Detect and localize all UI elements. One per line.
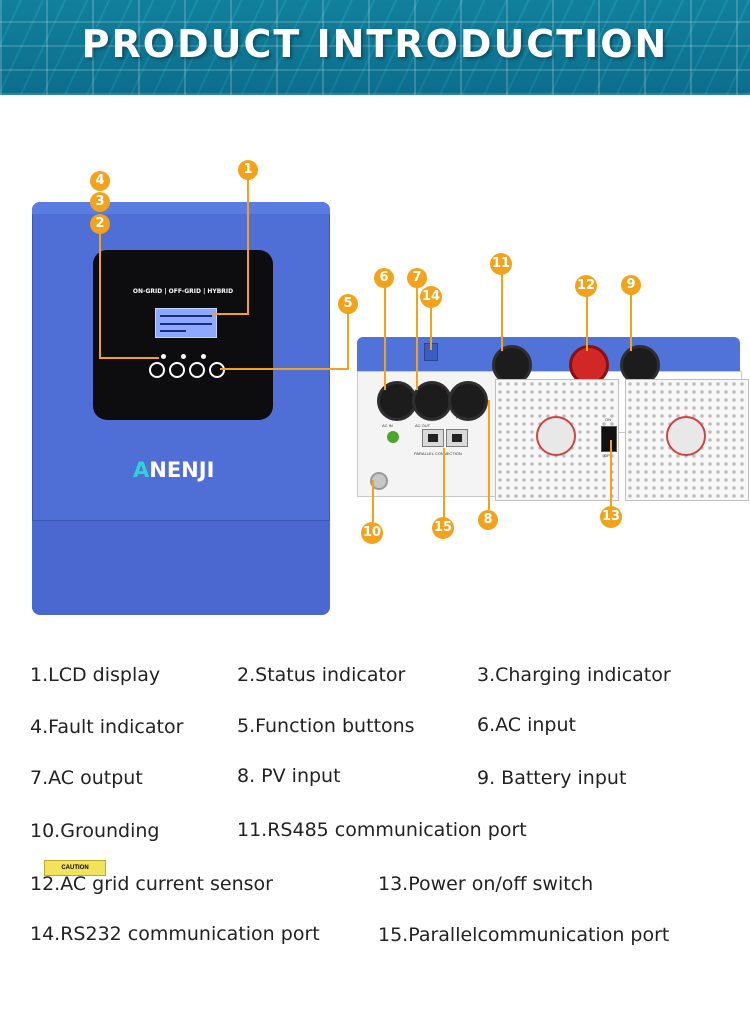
solar-panel-pattern	[0, 0, 750, 95]
marker-6: 6	[374, 268, 394, 288]
marker-15: 15	[432, 517, 454, 539]
function-button-up[interactable]	[169, 362, 185, 378]
caution-label: CAUTION	[44, 860, 106, 876]
parallel-port-1	[422, 429, 444, 447]
function-button-enter[interactable]	[209, 362, 225, 378]
page-title: PRODUCT INTRODUCTION	[81, 22, 669, 66]
legend-item: 13.Power on/off switch	[378, 873, 594, 895]
mode-label: ON-GRID | OFF-GRID | HYBRID	[132, 288, 234, 295]
inverter-front-view: ON-GRID | OFF-GRID | HYBRID ANENJI CAUTI…	[32, 202, 330, 876]
control-panel: ON-GRID | OFF-GRID | HYBRID	[93, 250, 273, 420]
marker-14: 14	[420, 286, 442, 308]
legend-item: 5.Function buttons	[237, 715, 415, 737]
marker-10: 10	[361, 522, 383, 544]
marker-5: 5	[338, 294, 358, 314]
marker-3: 3	[90, 192, 110, 212]
header-banner: PRODUCT INTRODUCTION	[0, 0, 750, 95]
legend-item: 2.Status indicator	[237, 664, 406, 686]
marker-1: 1	[238, 160, 258, 180]
legend-item: 1.LCD display	[30, 664, 161, 686]
legend-item: 15.Parallelcommunication port	[378, 924, 670, 946]
function-button-esc[interactable]	[149, 362, 165, 378]
brand-logo: ANENJI	[133, 458, 215, 482]
power-switch	[601, 426, 617, 452]
ac-output-port	[412, 381, 452, 421]
marker-4: 4	[90, 171, 110, 191]
lcd-display	[155, 308, 217, 338]
marker-7: 7	[407, 268, 427, 288]
parallel-port-2	[446, 429, 468, 447]
green-indicator	[387, 431, 399, 443]
inverter-bottom-view: AC IN AC OUT PV IN PARALLEL CONNECTION O…	[352, 337, 749, 501]
marker-12: 12	[575, 275, 597, 297]
marker-2: 2	[90, 214, 110, 234]
cooling-fan-right	[625, 379, 749, 501]
function-button-down[interactable]	[189, 362, 205, 378]
marker-9: 9	[621, 275, 641, 295]
fault-indicator-led	[201, 354, 206, 359]
grounding-terminal	[370, 472, 388, 490]
charging-indicator-led	[181, 354, 186, 359]
ac-input-port	[377, 381, 417, 421]
marker-8: 8	[478, 510, 498, 530]
cooling-fan-left	[495, 379, 619, 501]
legend-item: 7.AC output	[30, 767, 143, 789]
legend-item: 10.Grounding	[30, 820, 160, 842]
legend-item: 8. PV input	[237, 765, 341, 787]
status-indicator-led	[161, 354, 166, 359]
legend-item: 14.RS232 communication port	[30, 923, 320, 945]
pv-input-port	[448, 381, 488, 421]
legend-item: 12.AC grid current sensor	[30, 873, 273, 895]
legend-item: 9. Battery input	[477, 767, 627, 789]
legend-item: 11.RS485 communication port	[237, 819, 527, 841]
marker-11: 11	[490, 253, 512, 275]
legend-item: 4.Fault indicator	[30, 716, 184, 738]
legend-item: 3.Charging indicator	[477, 664, 671, 686]
marker-13: 13	[600, 506, 622, 528]
legend-item: 6.AC input	[477, 714, 576, 736]
